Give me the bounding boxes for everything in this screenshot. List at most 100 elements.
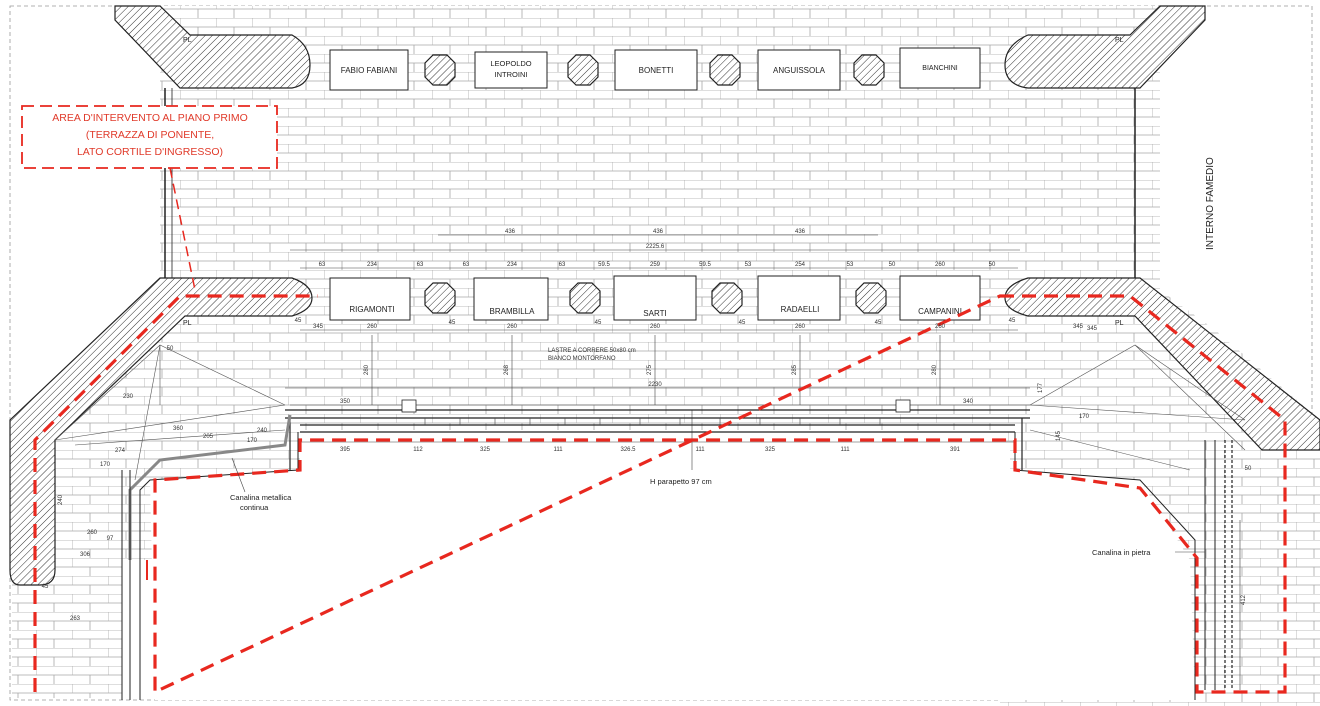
brick-paving-right [1225,440,1315,698]
plaque-bottom-2: BRAMBILLA [490,307,536,316]
dim-inner-segment: 260 [367,324,378,330]
dim-small: 45 [449,320,456,326]
plaque-top-2-line1: LEOPOLDO [490,59,531,68]
area-label-line3: LATO CORTILE D'INGRESSO) [77,146,223,158]
wall-top-right [1004,5,1206,89]
dim-inner-segment: 345 [1073,324,1084,330]
dim-vertical: 280 [364,364,370,375]
dim-right: 170 [1079,414,1090,420]
canalina-metallica-leader [231,457,246,493]
dim-upper-segment: 53 [745,262,752,268]
dim-long-span: 2230 [648,382,662,388]
parapet-line [285,409,1030,470]
drain-left [401,399,417,413]
dim-left: 263 [70,616,81,622]
dim-upper-segment: 260 [935,262,946,268]
dim-inner-segment: 260 [650,324,661,330]
area-label-line1: AREA D'INTERVENTO AL PIANO PRIMO [52,112,248,124]
dim-side-span: 350 [340,399,351,405]
plaque-top-3: BONETTI [639,66,674,75]
dim-inner-segment: 260 [795,324,806,330]
canalina-metallica-line2: continua [240,503,269,512]
dim-right: 177 [1038,382,1044,393]
pl-mark-1: PL [183,37,192,44]
brick-paving-upper [10,6,1320,706]
dim-vertical: 268 [504,364,510,375]
dim-right: 50 [1245,466,1252,472]
dim-upper-segment: 63 [559,262,566,268]
dim-small: 45 [295,318,302,324]
dim-right: 412 [1241,594,1247,605]
canalina-pietra-label: Canalina in pietra [1092,548,1151,557]
dim-bottom-segment: 111 [553,447,563,453]
dim-upper-segment: 259 [650,262,661,268]
lastre-note-line1: LASTRE A CORRERE 50x80 cm [548,348,636,354]
wall-top-left [114,5,311,89]
h-parapetto-label: H parapetto 97 cm [650,477,712,486]
dim-bottom-segment: 395 [340,447,351,453]
dim-right: 145 [1056,430,1062,441]
dim-left: 205 [203,434,214,440]
plaque-top-5: BIANCHINI [922,65,957,72]
dim-top-row: 436 [505,229,516,235]
dim-bottom-segment: 111 [695,447,705,453]
dim-upper-segment: 234 [507,262,518,268]
dim-bottom-segment: 111 [840,447,850,453]
dim-inner-segment: 260 [935,324,946,330]
pl-mark-2: PL [1115,37,1124,44]
dim-bottom-segment: 325 [765,447,776,453]
dim-small: 45 [595,320,602,326]
dim-bottom-segment: 112 [413,447,423,453]
dim-left: 274 [115,448,126,454]
dim-left: 50 [167,346,174,352]
dim-left: 230 [123,394,134,400]
dim-small: 45 [875,320,882,326]
intervention-boundary [33,294,1287,695]
dim-inner-segment: 345 [313,324,324,330]
dim-upper-segment: 59.5 [598,262,610,268]
dim-left: 170 [247,438,258,444]
plaque-bottom-4: RADAELLI [781,305,820,314]
dim-upper-segment: 63 [463,262,470,268]
dim-left: 360 [173,426,184,432]
lastre-note-line2: BIANCO MONTORFANO [548,356,616,362]
dim-small: 45 [42,584,49,590]
dim-top-row: 436 [795,229,806,235]
wall-mid-right [1004,277,1320,451]
dim-vertical: 280 [932,364,938,375]
drain-right [895,399,911,413]
dim-vertical: 285 [792,364,798,375]
dim-right: 345 [1087,326,1098,332]
parapet-segments [424,418,881,425]
dim-left: 97 [107,536,114,542]
dim-inner-segment: 260 [507,324,518,330]
dim-upper-segment: 53 [847,262,854,268]
dim-bottom-segment: 325 [480,447,491,453]
dim-bottom-segment: 326.5 [620,447,636,453]
interno-famedio-label: INTERNO FAMEDIO [1205,157,1216,250]
dim-vertical: 275 [647,364,653,375]
plaque-top-1: FABIO FABIANI [341,66,397,75]
top-plaques [329,47,981,91]
columns-bottom [424,282,887,314]
dim-left: 260 [87,530,98,536]
dim-upper-segment: 234 [367,262,378,268]
dim-overall: 2225.6 [646,244,665,250]
columns-top [424,54,885,86]
dim-left: 240 [257,428,268,434]
dim-left: 170 [100,462,111,468]
canalina-metallica-line1: Canalina metallica [230,493,292,502]
dim-upper-segment: 50 [889,262,896,268]
dim-left: 240 [58,494,64,505]
plaque-top-2-line2: INTROINI [495,70,528,79]
plaque-bottom-3: SARTI [643,309,666,318]
construction-lines [54,344,1246,481]
dim-small: 45 [1009,318,1016,324]
plaque-bottom-5: CAMPANINI [918,307,962,316]
label-leader [169,167,196,291]
courtyard-void [150,445,1195,700]
dim-top-row: 436 [653,229,664,235]
plaque-top-4: ANGUISSOLA [773,66,826,75]
dim-upper-segment: 63 [319,262,326,268]
